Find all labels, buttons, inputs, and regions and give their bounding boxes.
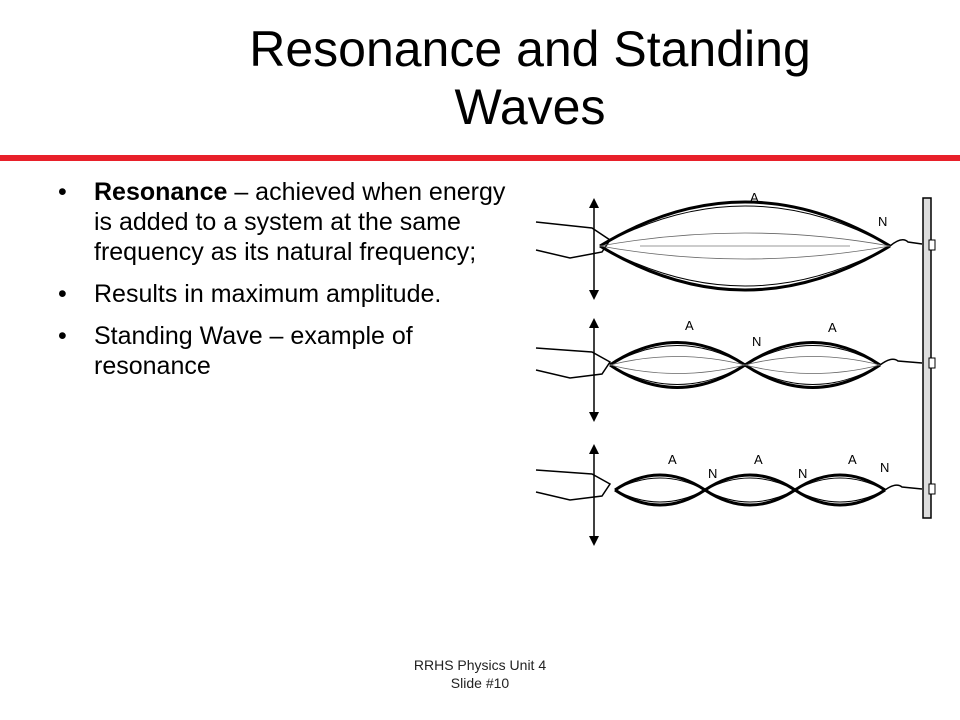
bullet-text: Standing Wave – example of resonance — [94, 322, 413, 380]
hand-icon — [535, 469, 612, 501]
bullet-dot: • — [58, 322, 67, 350]
bullet-item-amplitude: • Results in maximum amplitude. — [58, 279, 528, 309]
node-label: N — [708, 466, 717, 481]
bullet-dot: • — [58, 280, 67, 308]
node-label: N — [880, 460, 889, 475]
title-divider — [0, 155, 960, 161]
node-label: N — [878, 214, 887, 229]
slide-footer: RRHS Physics Unit 4 Slide #10 — [330, 656, 630, 692]
double-arrow-icon — [589, 318, 599, 422]
wave-row-2: A N A — [535, 318, 936, 422]
bullet-item-resonance: • Resonance – achieved when energy is ad… — [58, 177, 528, 267]
wave-row-1: A N — [535, 190, 936, 300]
antinode-label: A — [685, 318, 694, 333]
node-label: N — [752, 334, 761, 349]
node-label: N — [798, 466, 807, 481]
hook-icon — [884, 484, 923, 491]
double-arrow-icon — [589, 444, 599, 546]
antinode-label: A — [750, 190, 759, 205]
wave-row-3: A N A N A N — [535, 444, 936, 546]
slide-title: Resonance and Standing Waves — [150, 20, 910, 136]
bullet-dot: • — [58, 178, 67, 206]
hook-icon — [879, 358, 923, 366]
bullet-text: Results in maximum amplitude. — [94, 280, 442, 308]
hook-icon — [889, 239, 923, 247]
bullet-item-standing-wave: • Standing Wave – example of resonance — [58, 321, 528, 381]
antinode-label: A — [668, 452, 677, 467]
hand-icon — [535, 221, 612, 259]
bullet-term: Resonance — [94, 178, 228, 206]
standing-wave-figure: A N A N A — [535, 190, 936, 546]
antinode-label: A — [828, 320, 837, 335]
double-arrow-icon — [589, 198, 599, 300]
hand-icon — [535, 347, 612, 379]
footer-course: RRHS Physics Unit 4 — [413, 657, 547, 673]
footer-slide-number: Slide #10 — [450, 675, 510, 691]
antinode-label: A — [848, 452, 857, 467]
bullet-list: • Resonance – achieved when energy is ad… — [58, 177, 528, 393]
title-line-2: Waves — [454, 79, 606, 135]
bullet-text: – achieved when energy is added to a sys… — [94, 178, 506, 266]
title-line-1: Resonance and Standing — [249, 21, 811, 77]
antinode-label: A — [754, 452, 763, 467]
standing-wave-illustration: A N A N A — [530, 180, 950, 550]
